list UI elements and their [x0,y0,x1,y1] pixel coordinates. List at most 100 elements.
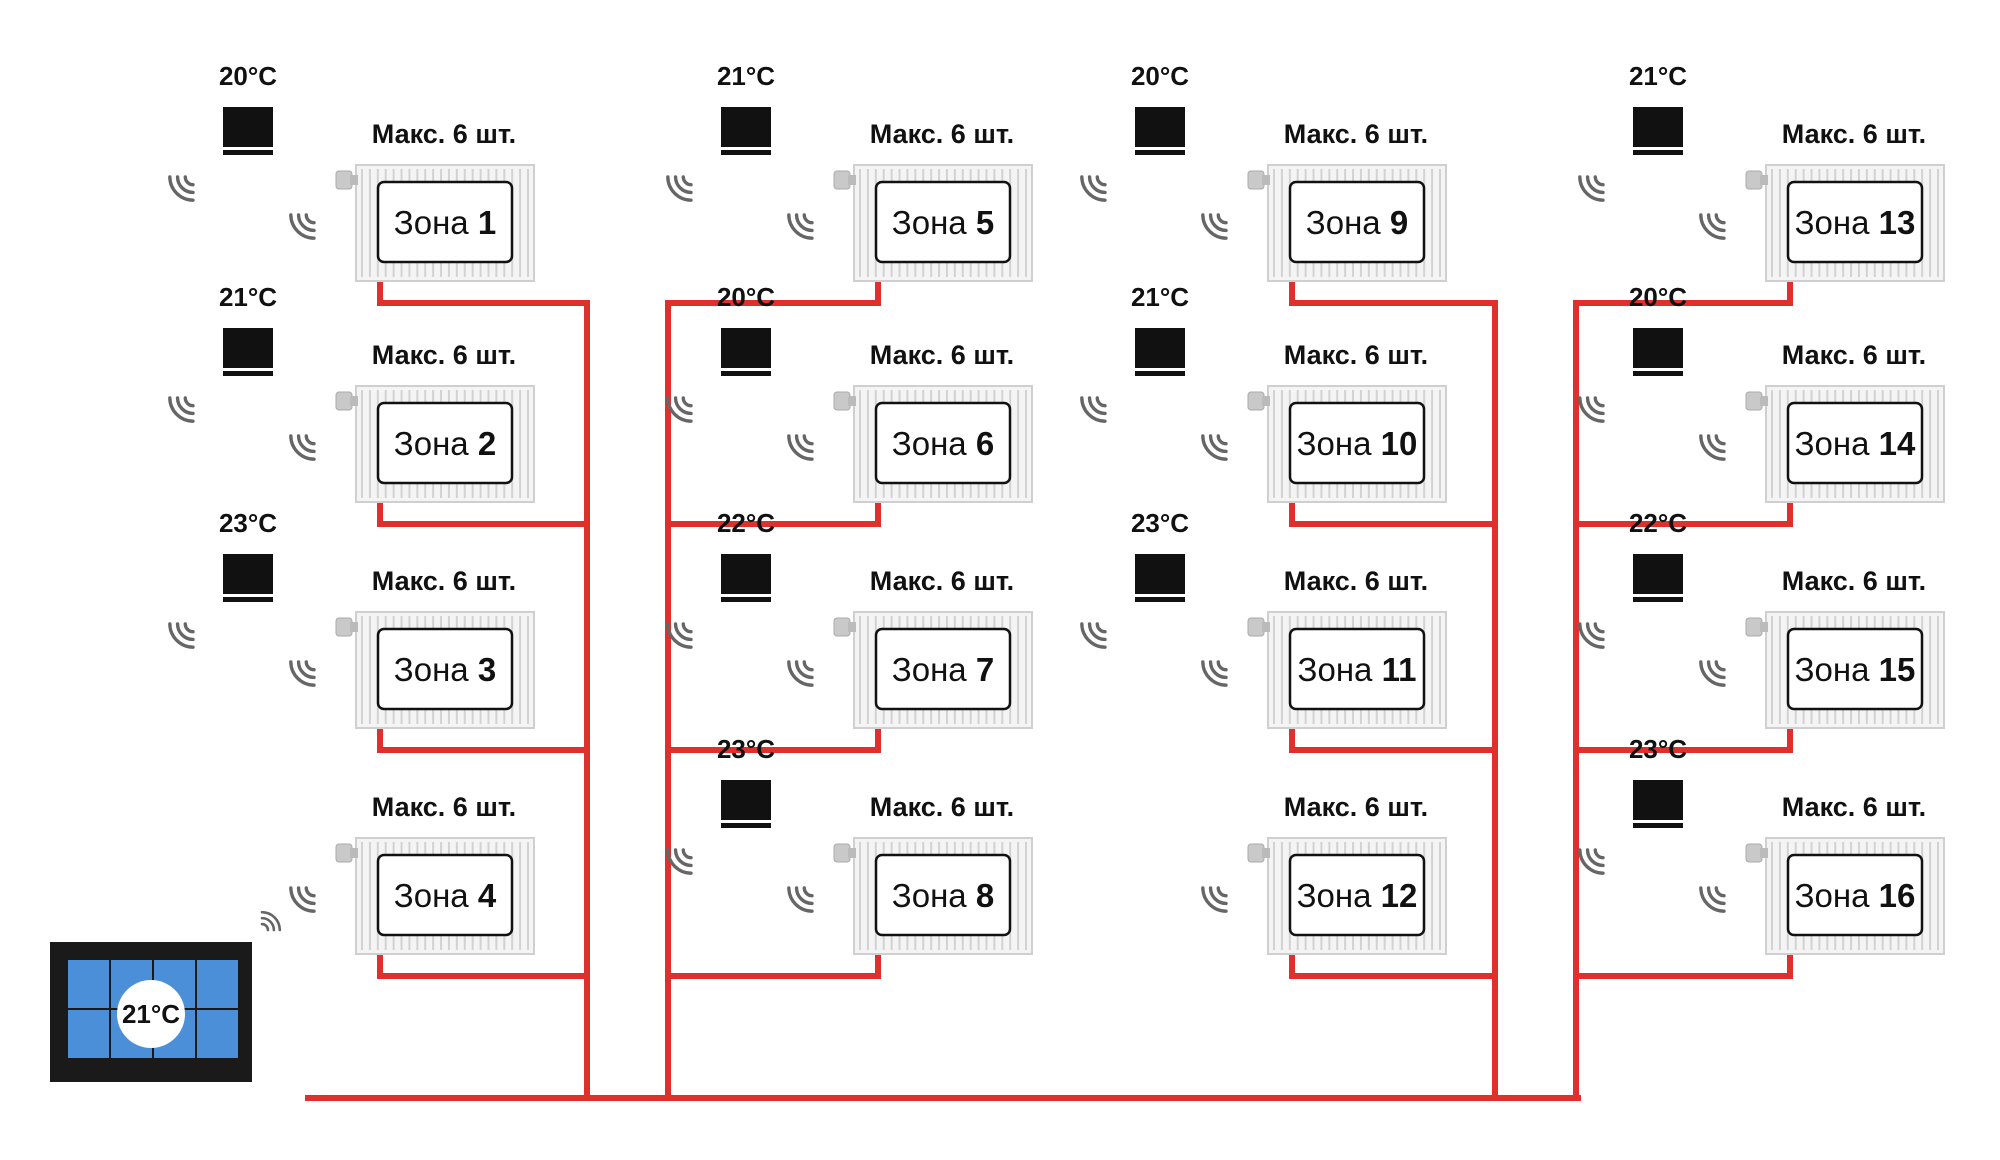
room-thermostat: 20°C [1131,61,1189,155]
zone-number: 4 [478,877,497,914]
branch-pipe [1573,499,1793,527]
thermostat-icon [223,107,273,147]
thermostatic-valve-icon [1247,843,1270,863]
branch-pipe [1289,499,1498,527]
zone-label: Зона 10 [1297,425,1418,462]
thermostat-temp: 20°C [1629,282,1687,312]
zone-number: 1 [478,204,496,241]
branch-pipe [1573,951,1793,979]
wireless-signal-icon [289,434,316,461]
zone-label: Зона 13 [1795,204,1916,241]
zone-label-box [1786,853,1924,937]
controller-temp-badge [117,980,185,1048]
zone-number: 6 [976,425,994,462]
zone-label: Зона 7 [892,651,994,688]
wireless-signal-icon [787,886,814,913]
wireless-signal-icon [289,213,316,240]
zone-label-box [874,853,1012,937]
thermostat-temp: 21°C [1629,61,1687,91]
central-controller: 21°C [50,910,282,1082]
max-count-label: Макс. 6 шт. [1284,119,1428,149]
thermostat-temp: 21°C [717,61,775,91]
wireless-signal-icon [1201,434,1228,461]
zone-label-box [376,853,514,937]
room-thermostat: 22°C [717,508,775,602]
thermostat-temp: 22°C [717,508,775,538]
zone-word: Зона [1795,425,1879,462]
thermostatic-valve-icon [833,843,856,863]
zones-layer: Макс. 6 шт. Зона 1 20°C Макс. 6 шт. Зона 2 21… [168,61,1945,955]
branch-pipe [377,725,590,753]
zone-label-box [376,627,514,711]
wireless-signal-icon [289,886,316,913]
max-count-label: Макс. 6 шт. [870,566,1014,596]
wireless-signal-icon [168,175,195,202]
zone-label: Зона 1 [394,204,496,241]
zone-number: 11 [1382,651,1417,688]
zone-number: 13 [1879,204,1916,241]
max-count-label: Макс. 6 шт. [1284,792,1428,822]
zone-label-box [1288,401,1426,485]
zone-12: Макс. 6 шт. Зона 12 [1201,792,1447,955]
zone-number: 16 [1879,877,1916,914]
zone-label: Зона 2 [394,425,496,462]
zone-word: Зона [892,425,976,462]
wireless-signal-icon [1699,660,1726,687]
zone-number: 12 [1381,877,1418,914]
zone-label: Зона 5 [892,204,994,241]
zone-number: 9 [1390,204,1408,241]
branch-pipe [377,278,590,306]
zone-label: Зона 16 [1795,877,1916,914]
wireless-signal-icon [1201,660,1228,687]
zone-label-box [874,180,1012,264]
zone-label-box [874,401,1012,485]
wireless-signal-icon [666,175,693,202]
zone-word: Зона [892,877,976,914]
room-thermostat: 20°C [717,282,775,376]
zone-label: Зона 11 [1298,651,1417,688]
zone-label: Зона 12 [1297,877,1418,914]
zone-label: Зона 4 [394,877,497,914]
zone-label-box [1786,180,1924,264]
branch-pipe [665,499,881,527]
branch-pipe [1289,278,1498,306]
thermostat-icon [721,107,771,147]
branch-pipe [377,499,590,527]
zone-number: 3 [478,651,496,688]
wireless-signal-icon [168,396,195,423]
thermostat-icon [721,554,771,594]
thermostat-temp: 22°C [1629,508,1687,538]
wireless-signal-icon [787,213,814,240]
thermostatic-valve-icon [1745,843,1768,863]
wireless-signal-icon [1080,175,1107,202]
zone-label-box [1288,627,1426,711]
controller-temp: 21°C [122,999,180,1029]
zone-7: Макс. 6 шт. Зона 7 22°C [666,508,1033,729]
thermostatic-valve-icon [833,617,856,637]
thermostat-icon [1633,328,1683,368]
wireless-signal-icon [787,434,814,461]
zone-word: Зона [1795,651,1879,688]
zone-label: Зона 15 [1795,651,1916,688]
wireless-signal-icon [1080,622,1107,649]
thermostat-temp: 21°C [1131,282,1189,312]
thermostat-icon [1135,107,1185,147]
max-count-label: Макс. 6 шт. [1782,792,1926,822]
wireless-signal-icon [168,622,195,649]
wireless-signal-icon [1699,213,1726,240]
thermostat-icon [1633,554,1683,594]
zone-word: Зона [1306,204,1390,241]
zone-word: Зона [394,425,478,462]
thermostat-icon [1633,107,1683,147]
wireless-signal-icon [260,910,282,932]
max-count-label: Макс. 6 шт. [870,119,1014,149]
zone-label-box [874,627,1012,711]
thermostat-temp: 21°C [219,282,277,312]
max-count-label: Макс. 6 шт. [372,119,516,149]
zone-number: 10 [1381,425,1418,462]
